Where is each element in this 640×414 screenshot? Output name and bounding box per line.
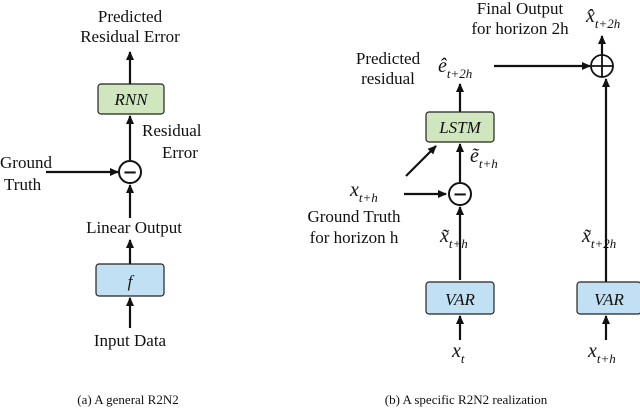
caption-b: (b) A specific R2N2 realization: [385, 392, 548, 407]
xtilde-th-symbol: x̃t+h: [439, 225, 468, 251]
rnn-label: RNN: [113, 90, 149, 109]
predicted-residual-label-line1: Predicted: [356, 49, 421, 68]
lstm-box: [425, 111, 495, 143]
rnn-box: [97, 83, 165, 115]
predicted-residual-label-line2: residual: [361, 69, 415, 88]
ground-truth-horizon-label-line2: for horizon h: [310, 228, 399, 247]
residual-error-label-line1: Residual: [142, 121, 202, 140]
var-box-1: [425, 281, 495, 315]
lstm-label: LSTM: [438, 118, 481, 137]
f-label: f: [128, 272, 135, 291]
f-box: [95, 263, 165, 297]
final-output-label-line2: for horizon 2h: [471, 19, 569, 38]
linear-output-label: Linear Output: [86, 218, 182, 237]
x-th-input-symbol: xt+h: [587, 340, 616, 366]
ground-truth-label-line1: Ground: [0, 153, 52, 172]
right-minus-sign: −: [452, 184, 467, 205]
ehat-t2h-symbol: êt+2h: [438, 55, 472, 81]
ground-truth-label-line2: Truth: [4, 175, 42, 194]
minus-sign: −: [122, 162, 137, 183]
residual-error-label-line2: Error: [162, 143, 198, 162]
x-th-symbol: xt+h: [349, 179, 378, 205]
etilde-th-symbol: ẽt+h: [470, 145, 498, 171]
ground-truth-horizon-label-line1: Ground Truth: [307, 207, 401, 226]
var-box-2: [576, 281, 640, 315]
caption-a: (a) A general R2N2: [77, 392, 178, 407]
xhat-t2h-symbol: x̂t+2h: [585, 5, 620, 31]
right-subtract-node: [448, 182, 472, 206]
var-label-1: VAR: [445, 290, 476, 309]
xtilde-t2h-symbol: x̃t+2h: [581, 225, 616, 251]
x-t-symbol: xt: [451, 340, 465, 366]
predicted-residual-error-label-line2: Residual Error: [80, 27, 180, 46]
input-data-label: Input Data: [94, 331, 167, 350]
xth-to-lstm-arrow: [405, 145, 437, 177]
var-label-2: VAR: [594, 290, 625, 309]
subtract-node: [118, 160, 142, 184]
predicted-residual-error-label-line1: Predicted: [98, 7, 163, 26]
final-output-label-line1: Final Output: [477, 0, 564, 18]
